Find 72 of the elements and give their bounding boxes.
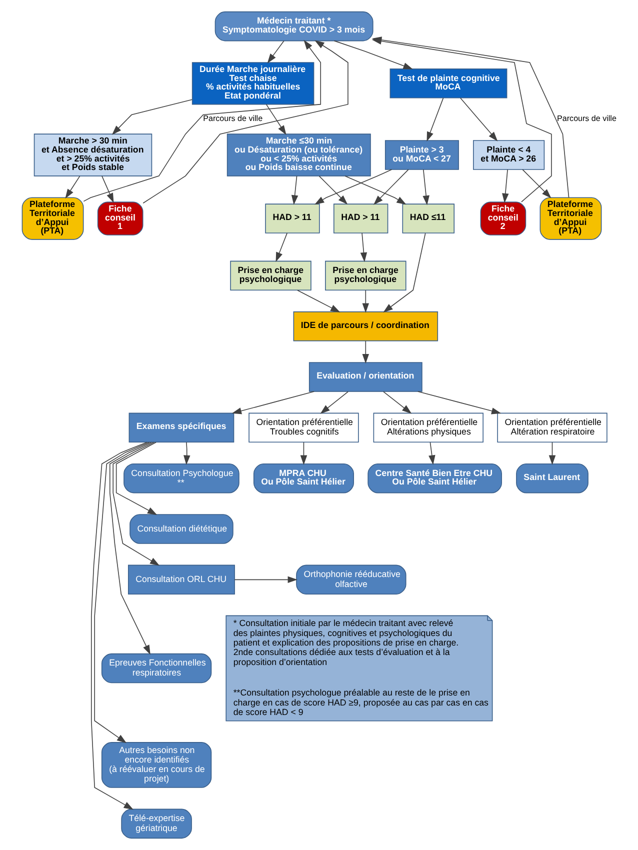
arrow [344,176,406,205]
node-box: Fiche conseil 2 [480,202,526,236]
node-box: Saint Laurent [516,463,588,494]
node-box: Evaluation / orientation [308,362,422,392]
arrow [184,442,190,465]
arrow [112,442,160,566]
node-box: Test de plainte cognitive MoCA [390,68,508,98]
arrow [360,232,368,262]
node-box: Consultation Psychologue ** [124,463,240,494]
arrow [548,442,556,465]
arrow [300,442,308,465]
node-box: Epreuves Fonctionnelles respiratoires [101,653,212,684]
arrow [65,176,80,199]
arrow [426,98,444,142]
arrow [314,169,392,205]
arrow [276,232,288,262]
node-box: Consultation ORL CHU [128,564,235,595]
node-box: Orthophonie rééducative olfactive [296,564,406,595]
arrow [234,576,298,584]
node-box: MPRA CHU Ou Pôle Saint Hélier [253,463,354,494]
arrow [267,40,284,64]
node-box: Plainte < 4 et MoCA > 26 [473,140,545,170]
node-box: IDE de parcours / coordination [293,311,438,342]
arrow [116,442,158,515]
node-box: Autres besoins non encore identifiés (à réévaluer en cours de projet) [101,742,212,788]
arrow [374,169,409,205]
arrow [383,391,412,414]
node-box: Orientation préférentielle Altérations physiques [373,412,484,443]
node-box: Télé-expertise gériatrique [121,808,192,839]
node-box: Orientation préférentielle Troubles cognitifs [248,412,359,443]
arrow [422,169,430,206]
arrow [266,104,286,136]
arrow [83,40,322,202]
arrow [297,290,340,312]
edge-label: Parcours de ville [203,114,263,124]
node-box: Orientation préférentielle Altération respiratoire [497,412,608,443]
node-box: Plateforme Territoriale d’Appui (PTA) [540,197,602,240]
arrow [460,98,498,142]
arrow [102,176,114,203]
edge-label: Parcours de ville [557,114,616,124]
arrow [383,232,426,312]
arrow [334,40,413,70]
arrow [142,40,348,204]
arrow [318,176,348,205]
node-box: Consultation diététique [130,514,234,544]
node-box: Plateforme Territoriale d’Appui (PTA) [22,197,84,240]
arrow [522,169,552,198]
arrow [502,169,509,204]
arrow [109,442,152,655]
node-box: Marche ≤30 min ou Désaturation (ou tolérance) ou < 25% activités ou Poids baisse continue [226,134,371,176]
arrow [320,391,348,414]
node-box: Examens spécifiques [128,412,234,443]
node-box: Prise en charge psychologique [230,260,312,291]
node-box: HAD ≤11 [402,204,455,234]
arrow [94,442,150,744]
node-box: Médecin traitant * Symptomatologie COVID > 3 mois [214,11,374,42]
arrow [291,176,298,205]
arrow [232,391,314,414]
arrow [362,290,370,313]
node-box: Plainte > 3 ou MoCA < 27 [384,140,459,170]
arrow [362,340,370,364]
node-box: Fiche conseil 1 [97,202,144,236]
node-box: Prise en charge psychologique [325,260,406,291]
node-box: HAD > 11 [333,204,388,234]
arrow [417,391,502,414]
node-box: HAD > 11 [265,204,320,234]
arrow [90,442,148,810]
arrow [428,442,436,465]
node-box: Centre Santé Bien Etre CHU Ou Pôle Saint Hélier [368,463,502,494]
node-box: Durée Marche journalière Test chaise % activités habituelles Etat pondéral [192,62,314,105]
arrow [112,99,192,135]
node-box: Marche > 30 min et Absence désaturation et > 25% activités et Poids stable [34,134,152,176]
